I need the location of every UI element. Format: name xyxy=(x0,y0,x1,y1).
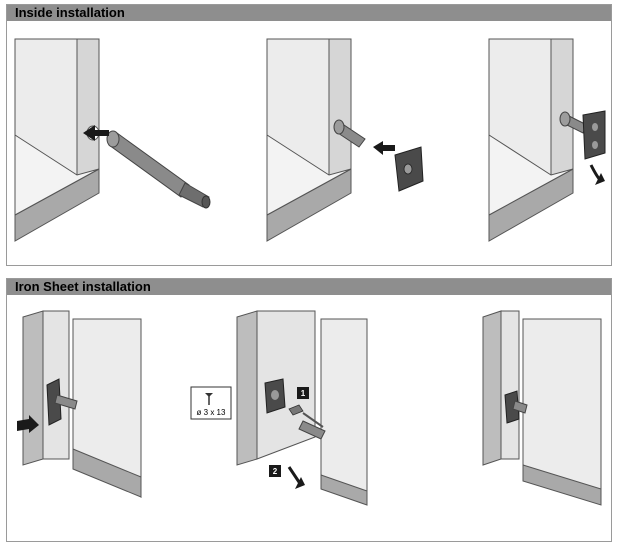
step-number-2: 2 xyxy=(273,467,278,476)
cabinet-side-panel xyxy=(550,38,574,186)
cabinet-side-panel xyxy=(482,310,502,466)
inside-step-1-illustration xyxy=(13,35,213,255)
cabinet-side-panel xyxy=(236,310,258,466)
step-badge-2: 2 xyxy=(269,465,281,477)
cabinet-side-panel xyxy=(76,38,100,186)
damper-cylinder xyxy=(298,420,326,440)
cabinet-side-panel xyxy=(22,310,44,466)
damper-with-plate xyxy=(46,378,78,426)
damper-with-plate xyxy=(504,390,528,424)
inside-step-3-illustration xyxy=(487,35,607,255)
push-arrow xyxy=(17,415,39,433)
step-number-1: 1 xyxy=(301,389,306,398)
damper-stub xyxy=(333,119,366,148)
door-panel xyxy=(320,318,368,500)
mount-plate xyxy=(394,146,424,192)
iron-step-1-illustration xyxy=(13,309,153,509)
section-title-inside: Inside installation xyxy=(7,5,611,21)
screw-part xyxy=(288,404,324,428)
screw-spec-box: ø 3 x 13 xyxy=(190,386,232,420)
section-title-iron-sheet: Iron Sheet installation xyxy=(7,279,611,295)
screw-spec-label: ø 3 x 13 xyxy=(197,408,226,417)
inside-installation-section: Inside installation xyxy=(6,4,612,266)
step-badge-1: 1 xyxy=(297,387,309,399)
cabinet-side-panel xyxy=(328,38,352,186)
mount-plate xyxy=(582,110,606,160)
iron-sheet-installation-section: Iron Sheet installation ø 3 x 13 xyxy=(6,278,612,542)
damper-cylinder xyxy=(106,130,211,209)
mount-plate xyxy=(264,378,286,414)
damper-stub xyxy=(559,111,588,134)
iron-step-2-illustration: ø 3 x 13 1 2 xyxy=(187,309,387,509)
insert-arrow xyxy=(83,125,109,141)
iron-step-3-illustration xyxy=(477,309,607,509)
inside-step-2-illustration xyxy=(265,35,435,255)
push-arrow xyxy=(373,141,395,155)
